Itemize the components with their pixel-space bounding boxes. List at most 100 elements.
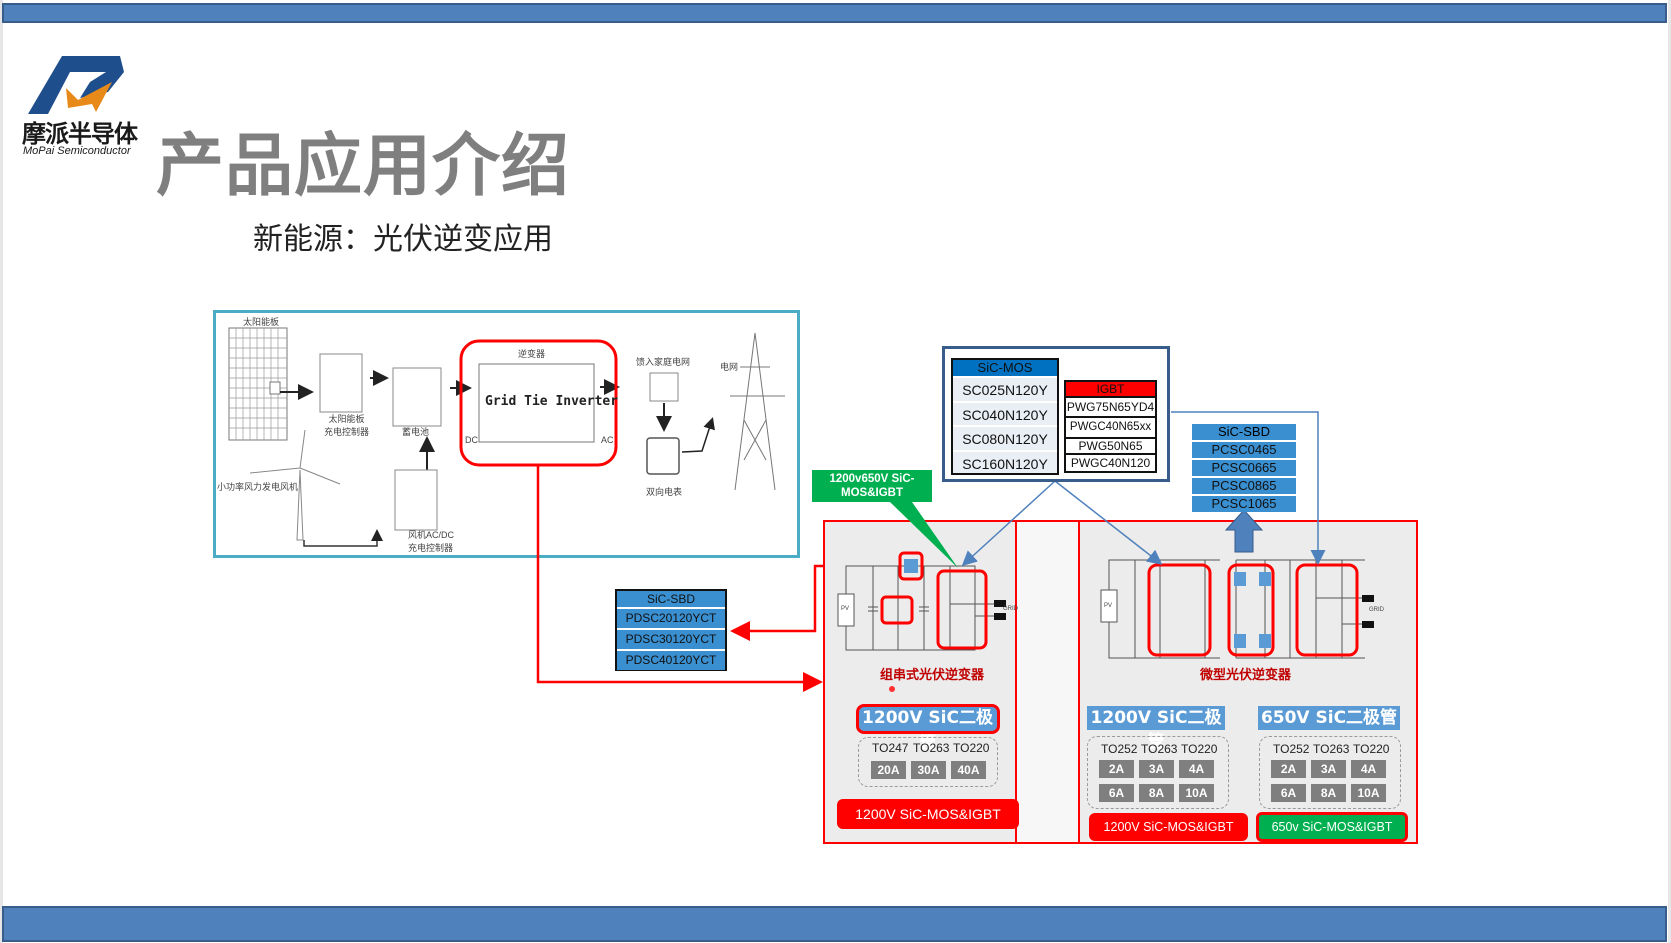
outlet-icon	[649, 372, 679, 402]
label-solar-controller: 太阳能板 充电控制器	[324, 414, 370, 437]
solar-controller-icon	[319, 353, 363, 413]
current-badge: 30A	[911, 761, 946, 779]
output-bridge-highlight	[1295, 563, 1359, 657]
string-package-group	[858, 737, 998, 787]
sbd-left-item: PDSC20120YCT	[617, 607, 725, 628]
sic-mos-item: SC040N120Y	[953, 400, 1057, 426]
sic-mos-item: SC025N120Y	[953, 376, 1057, 401]
current-badge: 20A	[871, 761, 906, 779]
callout-shape	[812, 470, 958, 568]
package-label: TO247	[872, 741, 909, 755]
current-badge: 10A	[1351, 784, 1386, 802]
panels-border	[823, 520, 1418, 844]
micro-1200-package-group	[1087, 736, 1229, 809]
current-badge: 2A	[1271, 760, 1306, 778]
panel-divider	[1015, 520, 1017, 844]
sbd-right-header: SiC-SBD	[1192, 424, 1296, 440]
current-badge: 40A	[951, 761, 986, 779]
callout-text: 1200v650V SiC- MOS&IGBT	[829, 473, 915, 499]
label-grid: 电网	[720, 362, 739, 372]
inverter-icon	[478, 363, 595, 443]
package-label: TO252	[1101, 742, 1138, 756]
page-title: 产品应用介绍	[156, 127, 571, 206]
rectifier-highlight	[1227, 563, 1275, 657]
boost-switch-highlight	[880, 595, 914, 625]
bottom-banner	[2, 906, 1667, 942]
string-mos-igbt-button[interactable]: 1200V SiC-MOS&IGBT	[837, 799, 1019, 829]
sic-mos-header: SiC-MOS	[953, 360, 1057, 376]
package-label: TO263	[913, 741, 950, 755]
sbd-left-item: PDSC40120YCT	[617, 649, 725, 670]
panel-divider	[1078, 520, 1080, 844]
label-home-grid: 馈入家庭电网	[636, 357, 691, 367]
pv-label: PV	[841, 606, 850, 612]
power-tower-icon	[730, 332, 785, 491]
current-badge: 10A	[1179, 784, 1214, 802]
current-badge: 6A	[1271, 784, 1306, 802]
micro-1200-diode-label: 1200V SiC二极管	[1087, 706, 1225, 752]
package-label: TO220	[1181, 742, 1218, 756]
package-label: TO252	[1273, 742, 1310, 756]
micro-inverter-title: 微型光伏逆变器	[1200, 668, 1292, 683]
sic-mos-table: SiC-MOS SC025N120Y SC040N120Y SC080N120Y…	[951, 358, 1059, 475]
package-label: TO220	[953, 741, 990, 755]
micro-650-package-group	[1259, 736, 1401, 809]
label-battery: 蓄电池	[402, 427, 430, 437]
wind-controller-icon	[394, 469, 438, 531]
sbd-right-item: PCSC0865	[1192, 476, 1296, 494]
igbt-item: PWGC40N120	[1066, 453, 1155, 471]
micro-inverter-circuit	[1100, 559, 1372, 659]
micro-650-mos-igbt-button[interactable]: 650v SiC-MOS&IGBT	[1256, 812, 1408, 842]
label-wind-turbine: 小功率风力发电风机	[217, 482, 299, 492]
label-solar-panel: 太阳能板	[243, 317, 280, 327]
current-badge: 6A	[1099, 784, 1134, 802]
slide-left-edge	[0, 0, 3, 943]
divider-strip	[1016, 520, 1079, 844]
top-banner	[2, 3, 1667, 23]
current-badge: 8A	[1311, 784, 1346, 802]
string-diode-highlight	[856, 704, 1000, 734]
pv-label: PV	[1104, 603, 1113, 609]
label-dc: DC	[465, 435, 478, 445]
grid-label: GRID	[1369, 607, 1384, 613]
battery-icon	[392, 367, 442, 427]
sbd-right-item: PCSC0665	[1192, 458, 1296, 476]
sbd-right-item: PCSC0465	[1192, 440, 1296, 458]
package-label: TO220	[1353, 742, 1390, 756]
package-label: TO263	[1313, 742, 1350, 756]
current-badge: 3A	[1139, 760, 1174, 778]
rectifier-diodes	[1234, 572, 1271, 648]
label-inverter: 逆变器	[518, 349, 546, 359]
red-dot	[889, 686, 895, 692]
inverter-text: Grid Tie Inverter	[485, 394, 619, 409]
up-arrow-icon	[1224, 509, 1264, 553]
label-meter: 双向电表	[646, 487, 683, 497]
page-subtitle: 新能源：光伏逆变应用	[253, 222, 553, 257]
micro-1200-mos-igbt-button[interactable]: 1200V SiC-MOS&IGBT	[1089, 813, 1248, 841]
sbd-left-item: PDSC30120YCT	[617, 628, 725, 649]
string-diode-label: 1200V SiC二极管	[858, 706, 997, 753]
current-badge: 4A	[1351, 760, 1386, 778]
igbt-header: IGBT	[1066, 382, 1155, 396]
sbd-right-item: PCSC1065	[1192, 494, 1296, 512]
bridge-highlight	[936, 569, 988, 650]
label-wind-controller: 风机AC/DC 充电控制器	[408, 530, 455, 553]
igbt-item: PWGC40N65xx	[1066, 416, 1155, 437]
micro-650-diode-label: 650V SiC二极管	[1258, 706, 1400, 730]
sic-sbd-table-left: SiC-SBD PDSC20120YCT PDSC30120YCT PDSC40…	[615, 589, 727, 671]
package-label: TO263	[1141, 742, 1178, 756]
current-badge: 3A	[1311, 760, 1346, 778]
current-badge: 2A	[1099, 760, 1134, 778]
logo-chinese-text: 摩派半导体	[22, 120, 138, 148]
slide-right-edge	[1668, 0, 1671, 943]
wind-turbine-icon	[249, 429, 341, 541]
grid-label: GRID	[1003, 606, 1018, 612]
logo-english-text: MoPai Semiconductor	[23, 145, 131, 157]
solar-panel-icon	[228, 327, 288, 441]
current-badge: 8A	[1139, 784, 1174, 802]
sbd-highlight	[898, 551, 924, 581]
full-bridge-highlight	[1147, 563, 1212, 657]
